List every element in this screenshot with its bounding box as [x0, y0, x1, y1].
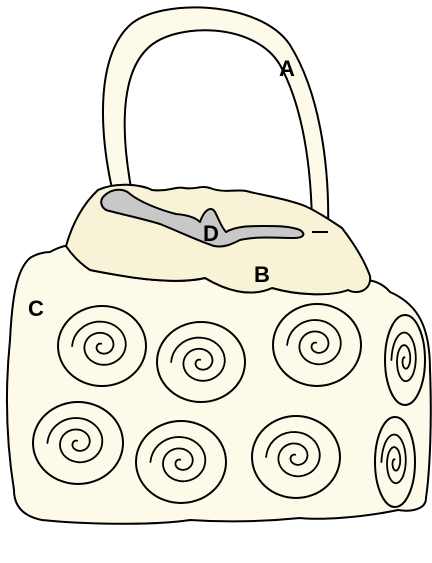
label-top-rim: B — [254, 262, 270, 287]
label-body: C — [28, 296, 44, 321]
label-opening: D — [203, 221, 219, 246]
label-handle: A — [279, 56, 295, 81]
